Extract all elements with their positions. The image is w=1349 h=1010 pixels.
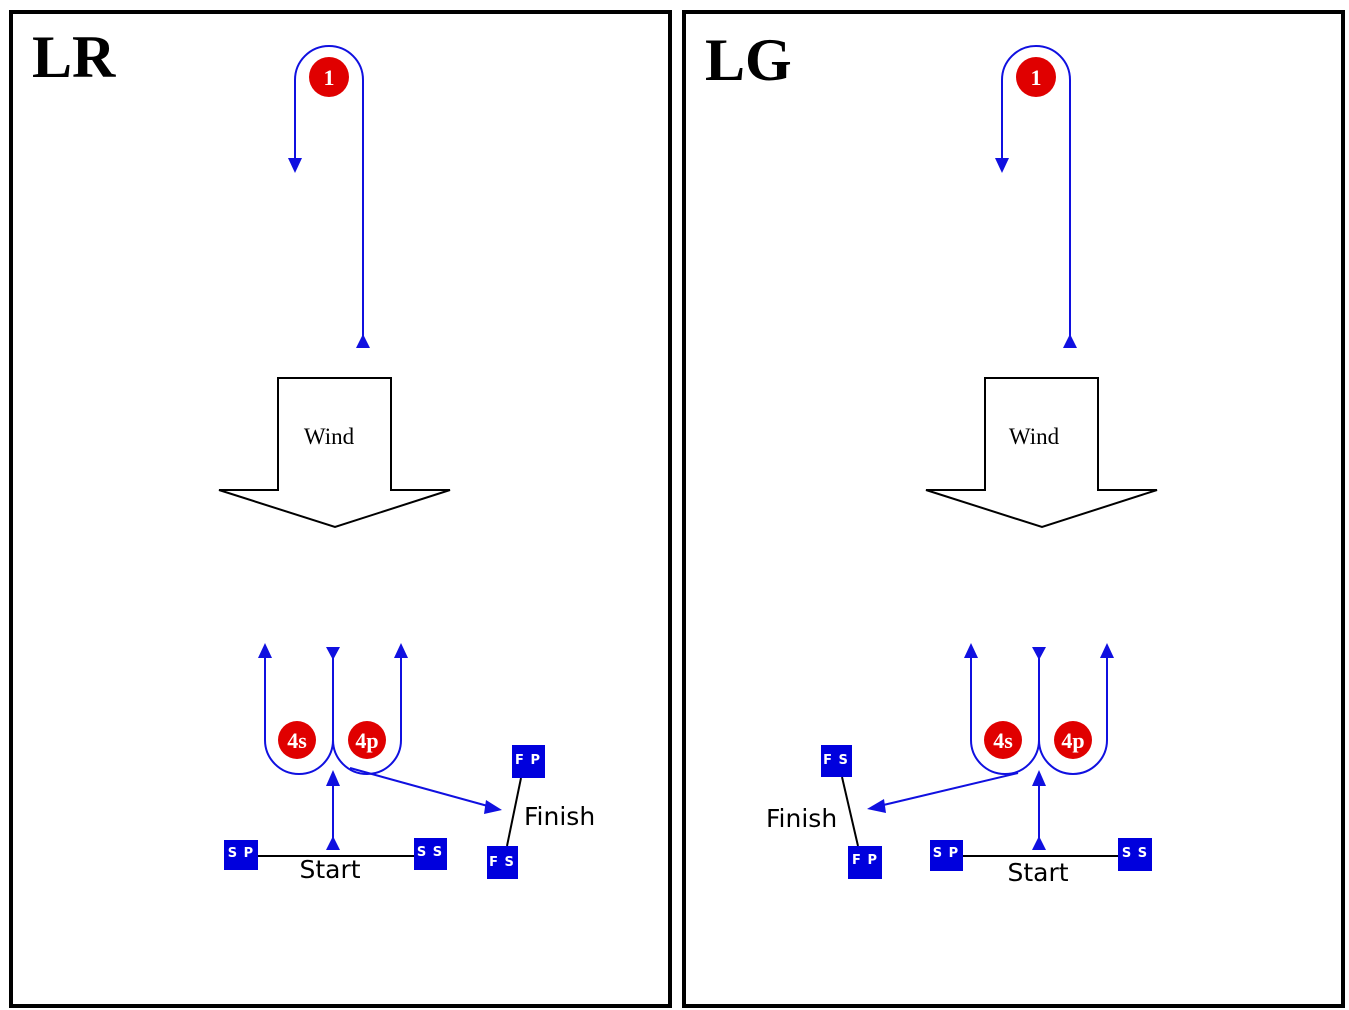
svg-text:S S: S S <box>417 845 443 860</box>
panel-lr-start-label: Start <box>299 855 360 884</box>
panel-lr-mark-1: 1 <box>309 57 349 97</box>
panel-lg-finish-arrow <box>867 799 886 813</box>
panel-lr-upwind-route <box>294 45 364 340</box>
panel-lr-mark-4s: 4s <box>278 721 316 759</box>
panel-lr-gate-arrow-left <box>258 643 272 658</box>
svg-text:F P: F P <box>852 853 878 868</box>
panel-lr-box-sp: S P <box>224 840 258 870</box>
panel-lr-title: LR <box>32 24 116 90</box>
panel-lg-gate-to-finish <box>874 772 1019 808</box>
svg-text:1: 1 <box>1031 65 1042 90</box>
panel-lr-wind-arrow: Wind <box>218 377 451 529</box>
svg-text:F S: F S <box>489 855 515 870</box>
panel-lr-box-ss: S S <box>414 838 447 870</box>
panel-lr-start-arrow <box>326 770 340 786</box>
panel-lg-start-arrow <box>1032 770 1046 786</box>
panel-lr-box-fp: F P <box>512 745 545 778</box>
panel-lr-box-fs: F S <box>487 846 518 879</box>
panel-lg-gate-route-4p <box>1038 655 1108 775</box>
panel-lr-frame <box>9 10 672 1008</box>
svg-text:S P: S P <box>228 846 254 861</box>
panel-lr-gate-route-4s <box>264 655 334 775</box>
panel-lg-box-sp: S P <box>930 840 963 871</box>
panel-lr-start-arrow-bottom <box>326 836 340 850</box>
svg-text:4s: 4s <box>993 728 1013 753</box>
panel-lg-route-arrow-up <box>1063 334 1077 348</box>
svg-text:4s: 4s <box>287 728 307 753</box>
panel-lg-gate-arrow-middle <box>1032 647 1046 660</box>
panel-lg-mark-4p: 4p <box>1054 721 1092 759</box>
panel-lr-gate-arrow-middle <box>326 647 340 660</box>
panel-lr-route-arrow-up <box>356 334 370 348</box>
panel-lg-box-fs: F S <box>821 745 852 777</box>
panel-lr-wind-label: Wind <box>304 424 355 449</box>
panel-lg-gate-route-4s <box>970 655 1040 775</box>
panel-lg-upwind-route <box>1001 45 1071 340</box>
panel-lg-start-arrow-bottom <box>1032 836 1046 850</box>
panel-lr: LR 1 Wind 4s 4p <box>9 10 672 1008</box>
panel-lr-finish-arrow <box>484 800 502 814</box>
svg-text:1: 1 <box>324 65 335 90</box>
panel-lg-start-label: Start <box>1007 858 1068 887</box>
panel-lg-wind-label: Wind <box>1009 424 1060 449</box>
panel-lg-finish-line <box>841 776 859 847</box>
panel-lg-mark-1: 1 <box>1016 57 1056 97</box>
panel-lr-mark-4p: 4p <box>348 721 386 759</box>
panel-lg-gate-arrow-right <box>1100 643 1114 658</box>
panel-lg-mark-4s: 4s <box>984 721 1022 759</box>
svg-text:F S: F S <box>823 753 849 768</box>
panel-lr-finish-line <box>506 777 522 847</box>
panel-lg-finish-label: Finish <box>766 804 837 833</box>
panel-lr-gate-to-finish <box>349 767 496 809</box>
panel-lg-title: LG <box>705 27 792 93</box>
svg-text:4p: 4p <box>1061 728 1084 753</box>
panel-lg-wind-arrow: Wind <box>925 377 1158 529</box>
panel-lg: LG 1 Wind 4s 4p <box>682 10 1345 1008</box>
panel-lg-box-fp: F P <box>848 846 882 879</box>
svg-text:4p: 4p <box>355 728 378 753</box>
panel-lg-gate-arrow-left <box>964 643 978 658</box>
panel-lg-route-arrow-down <box>995 158 1009 173</box>
panel-lg-frame <box>682 10 1345 1008</box>
svg-text:S P: S P <box>933 846 959 861</box>
panel-lg-box-ss: S S <box>1118 838 1152 871</box>
svg-text:F P: F P <box>515 753 541 768</box>
panel-lr-finish-label: Finish <box>524 802 595 831</box>
panel-lr-route-arrow-down <box>288 158 302 173</box>
svg-text:S S: S S <box>1122 846 1148 861</box>
panel-lr-gate-arrow-right <box>394 643 408 658</box>
